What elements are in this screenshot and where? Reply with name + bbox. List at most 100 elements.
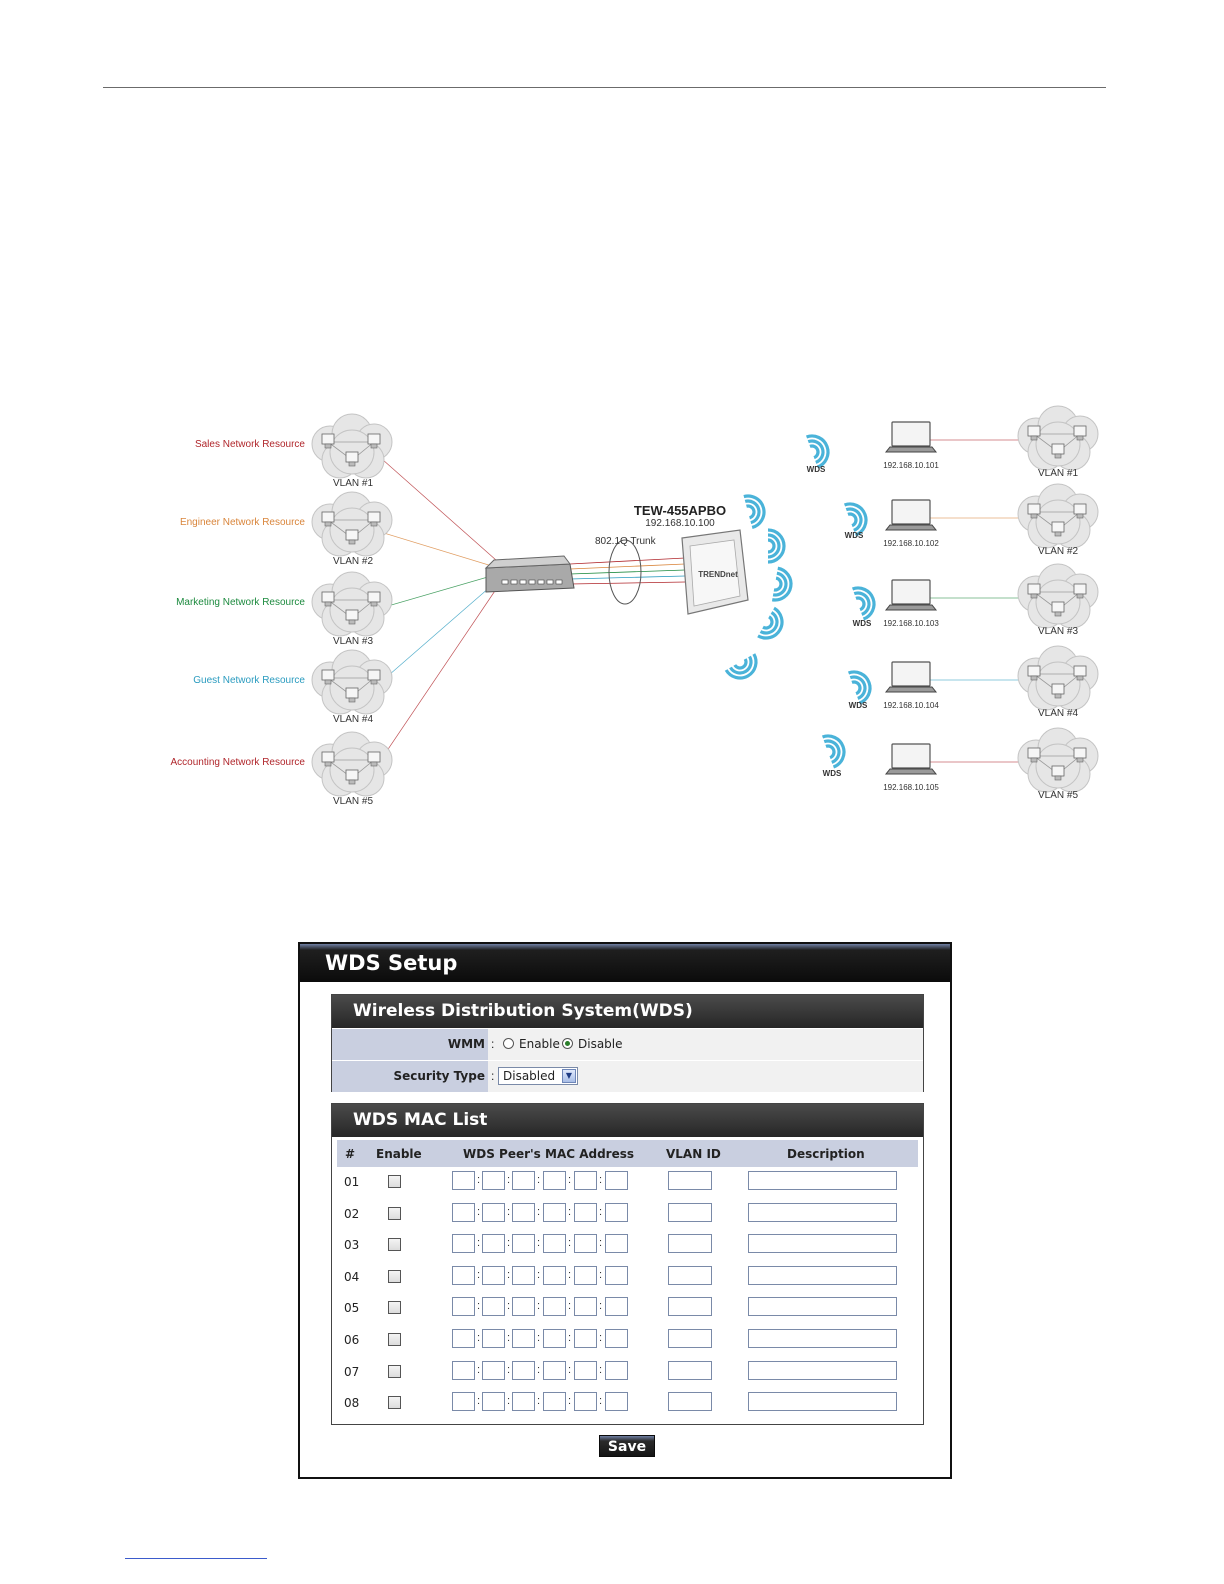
mac-octet-input[interactable]: [574, 1234, 597, 1253]
mac-octet-input[interactable]: [574, 1297, 597, 1316]
wifi-signal-arc: [768, 540, 774, 552]
computer-base-icon: [325, 602, 331, 606]
description-input[interactable]: [748, 1361, 897, 1380]
mac-octet-input[interactable]: [543, 1171, 566, 1190]
mac-octet-input[interactable]: [452, 1361, 475, 1380]
mac-octet-input[interactable]: [452, 1266, 475, 1285]
mac-octet-input[interactable]: [543, 1361, 566, 1380]
description-input[interactable]: [748, 1329, 897, 1348]
mac-octet-input[interactable]: [605, 1266, 628, 1285]
mac-separator: :: [477, 1300, 480, 1312]
row-enable-checkbox[interactable]: [388, 1207, 401, 1220]
laptop-screen-icon: [892, 744, 930, 768]
mac-octet-input[interactable]: [512, 1266, 535, 1285]
vlan-id-input[interactable]: [668, 1297, 712, 1316]
chevron-down-icon[interactable]: ▼: [562, 1069, 576, 1083]
security-type-colon: :: [491, 1061, 494, 1092]
computer-icon: [346, 610, 358, 620]
description-input[interactable]: [748, 1392, 897, 1411]
mac-octet-input[interactable]: [605, 1203, 628, 1222]
mac-octet-input[interactable]: [605, 1234, 628, 1253]
description-input[interactable]: [748, 1203, 897, 1222]
mac-octet-input[interactable]: [512, 1392, 535, 1411]
mac-octet-input[interactable]: [605, 1171, 628, 1190]
vlan-cloud: [312, 414, 392, 478]
row-enable-checkbox[interactable]: [388, 1396, 401, 1409]
vlan-id-input[interactable]: [668, 1329, 712, 1348]
row-enable-checkbox[interactable]: [388, 1333, 401, 1346]
col-mac-header: WDS Peer's MAC Address: [463, 1147, 634, 1161]
vlan-id-input[interactable]: [668, 1392, 712, 1411]
computer-icon: [1074, 748, 1086, 758]
vlan-id-input[interactable]: [668, 1266, 712, 1285]
mac-octet-input[interactable]: [452, 1171, 475, 1190]
mac-octet-input[interactable]: [482, 1234, 505, 1253]
wmm-disable-radio[interactable]: [562, 1038, 573, 1049]
mac-octet-input[interactable]: [512, 1171, 535, 1190]
mac-octet-input[interactable]: [574, 1361, 597, 1380]
row-enable-checkbox[interactable]: [388, 1301, 401, 1314]
mac-octet-input[interactable]: [452, 1297, 475, 1316]
wmm-enable-radio[interactable]: [503, 1038, 514, 1049]
row-enable-checkbox[interactable]: [388, 1175, 401, 1188]
mac-octet-input[interactable]: [574, 1171, 597, 1190]
mac-octet-input[interactable]: [605, 1297, 628, 1316]
mac-separator: :: [599, 1206, 602, 1218]
mac-octet-input[interactable]: [482, 1392, 505, 1411]
vlan-label: VLAN #5: [333, 796, 373, 807]
mac-octet-input[interactable]: [452, 1203, 475, 1222]
remote-wifi-signal-icon: [823, 731, 849, 767]
mac-octet-input[interactable]: [543, 1234, 566, 1253]
description-input[interactable]: [748, 1171, 897, 1190]
mac-octet-input[interactable]: [512, 1329, 535, 1348]
mac-octet-input[interactable]: [512, 1361, 535, 1380]
mac-octet-input[interactable]: [543, 1266, 566, 1285]
vlan-id-input[interactable]: [668, 1171, 712, 1190]
description-input[interactable]: [748, 1266, 897, 1285]
mac-octet-input[interactable]: [574, 1392, 597, 1411]
mac-octet-input[interactable]: [482, 1361, 505, 1380]
mac-octet-input[interactable]: [543, 1203, 566, 1222]
vlan-label: VLAN #2: [333, 556, 373, 567]
wifi-signal-arc: [848, 512, 858, 525]
col-number-header: #: [345, 1147, 355, 1161]
mac-octet-input[interactable]: [543, 1329, 566, 1348]
mac-octet-input[interactable]: [543, 1392, 566, 1411]
vlan-id-input[interactable]: [668, 1361, 712, 1380]
mac-octet-input[interactable]: [482, 1266, 505, 1285]
mac-separator: :: [537, 1395, 540, 1407]
network-diagram-svg: Sales Network ResourceVLAN #1Engineer Ne…: [160, 400, 1110, 820]
description-input[interactable]: [748, 1234, 897, 1253]
vlan-id-input[interactable]: [668, 1203, 712, 1222]
mac-table-body: 01:::::02:::::03:::::04:::::05:::::06:::…: [337, 1167, 918, 1420]
mac-octet-input[interactable]: [574, 1329, 597, 1348]
mac-octet-input[interactable]: [543, 1297, 566, 1316]
security-type-select[interactable]: Disabled ▼: [498, 1067, 578, 1085]
row-number: 07: [344, 1365, 359, 1379]
mac-separator: :: [568, 1206, 571, 1218]
row-enable-checkbox[interactable]: [388, 1238, 401, 1251]
mac-octet-input[interactable]: [482, 1203, 505, 1222]
mac-octet-input[interactable]: [605, 1392, 628, 1411]
mac-octet-input[interactable]: [482, 1297, 505, 1316]
mac-octet-input[interactable]: [574, 1203, 597, 1222]
mac-octet-input[interactable]: [482, 1171, 505, 1190]
mac-octet-input[interactable]: [605, 1329, 628, 1348]
mac-octet-input[interactable]: [482, 1329, 505, 1348]
computer-icon: [1074, 504, 1086, 514]
mac-octet-input[interactable]: [452, 1234, 475, 1253]
computer-base-icon: [371, 444, 377, 448]
mac-octet-input[interactable]: [452, 1329, 475, 1348]
save-button[interactable]: Save: [599, 1435, 655, 1457]
row-enable-checkbox[interactable]: [388, 1270, 401, 1283]
mac-octet-input[interactable]: [512, 1297, 535, 1316]
description-input[interactable]: [748, 1297, 897, 1316]
row-enable-checkbox[interactable]: [388, 1365, 401, 1378]
mac-octet-input[interactable]: [452, 1392, 475, 1411]
mac-octet-input[interactable]: [574, 1266, 597, 1285]
mac-octet-input[interactable]: [512, 1203, 535, 1222]
mac-octet-input[interactable]: [605, 1361, 628, 1380]
mac-octet-input[interactable]: [512, 1234, 535, 1253]
vlan-id-input[interactable]: [668, 1234, 712, 1253]
computer-icon: [1028, 584, 1040, 594]
